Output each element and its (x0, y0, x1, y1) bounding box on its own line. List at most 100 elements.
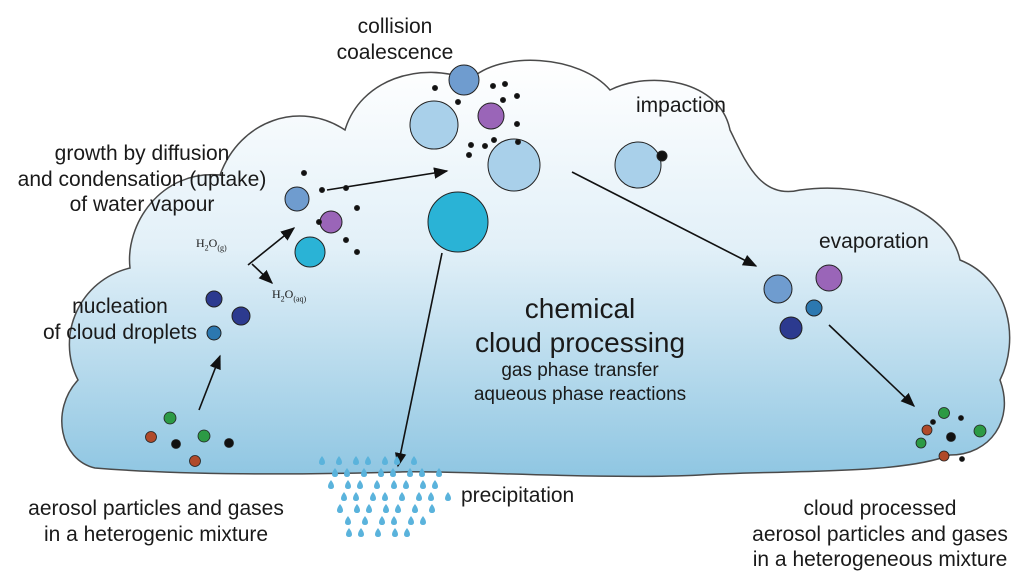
precipitation-label: precipitation (461, 484, 575, 507)
nucleation-droplets (205, 290, 251, 341)
raindrop (365, 456, 371, 465)
raindrop (346, 528, 352, 537)
impaction-label: impaction (636, 94, 726, 117)
raindrop (407, 468, 413, 477)
arrow-nucleation (198, 354, 221, 411)
collision-label-line-1: collision (357, 15, 433, 38)
black-particle (958, 415, 964, 421)
light-droplet (614, 141, 662, 189)
raindrop (411, 456, 417, 465)
red-particle (921, 424, 933, 436)
vapour-dot (490, 83, 496, 89)
vapour-dot (354, 205, 360, 211)
medium-droplet (763, 274, 793, 304)
raindrop (358, 528, 364, 537)
raindrop (420, 516, 426, 525)
arrow-precipitation (394, 252, 443, 468)
vapour-dot (514, 93, 520, 99)
black-particle (959, 456, 965, 462)
raindrop (408, 516, 414, 525)
evaporation-droplets (763, 264, 843, 340)
vapour-dot (491, 137, 497, 143)
black-particle (224, 438, 234, 448)
growth-label-line-2: and condensation (uptake) (17, 167, 267, 191)
raindrop (332, 468, 338, 477)
evaporation-label: evaporation (819, 230, 929, 253)
raindrop (382, 456, 388, 465)
collision-coalescence-label: collision coalescence (335, 14, 455, 65)
aerosol-right-line-3: in a heterogeneous mixture (752, 548, 1008, 572)
raindrop (419, 468, 425, 477)
raindrop (328, 480, 334, 489)
dark-blue-droplet (231, 306, 251, 326)
growth-label-line-3: of water vapour (69, 193, 215, 217)
green-particle (915, 437, 927, 449)
nucleation-label-line-1: nucleation (72, 295, 168, 318)
red-particle (145, 431, 157, 443)
raindrop (345, 480, 351, 489)
vapour-dot (319, 187, 325, 193)
raindrop (357, 480, 363, 489)
purple-droplet (477, 102, 505, 130)
raindrop (382, 492, 388, 501)
black-particle (656, 150, 668, 162)
raindrop (336, 456, 342, 465)
raindrop (391, 516, 397, 525)
raindrop (412, 504, 418, 513)
light-droplet (487, 138, 541, 192)
raindrop (366, 504, 372, 513)
raindrop (429, 504, 435, 513)
blue-droplet (206, 325, 222, 341)
vapour-dot (316, 219, 322, 225)
dark-blue-droplet (779, 316, 803, 340)
raindrop (394, 456, 400, 465)
arrow-to-processed-aerosol (828, 324, 916, 407)
vapour-dot (354, 249, 360, 255)
red-particle (938, 450, 950, 462)
h2o-aqueous-label: H2O(aq) (272, 287, 307, 304)
raindrop (390, 468, 396, 477)
green-particle (973, 424, 987, 438)
raindrop (362, 516, 368, 525)
raindrop (383, 504, 389, 513)
raindrop (378, 468, 384, 477)
green-particle (163, 411, 177, 425)
vapour-dot (455, 99, 461, 105)
black-particle (946, 432, 956, 442)
vapour-dot (466, 152, 472, 158)
purple-droplet (319, 210, 343, 234)
vapour-dot (514, 121, 520, 127)
cyan-droplet (294, 236, 326, 268)
aerosol-right-line-2: aerosol particles and gases (752, 522, 1008, 546)
coalescence-droplets (409, 64, 541, 253)
black-particle (171, 439, 181, 449)
medium-droplet (448, 64, 480, 96)
medium-droplet (284, 186, 310, 212)
raindrop (375, 528, 381, 537)
vapour-dot (343, 237, 349, 243)
aerosol-left-line-2: in a heterogenic mixture (43, 522, 269, 546)
nucleation-label-line-2: of cloud droplets (42, 320, 198, 344)
nucleation-label: nucleation of cloud droplets (20, 294, 220, 345)
aerosol-left-label: aerosol particles and gases in a heterog… (2, 496, 310, 547)
vapour-dot (500, 97, 506, 103)
dark-blue-droplet (205, 290, 223, 308)
raindrop (345, 516, 351, 525)
aerosol-particles-right (915, 407, 987, 462)
center-subtitle-line-2: aqueous phase reactions (473, 383, 687, 405)
precipitation-raindrops (319, 456, 451, 537)
vapour-dot (468, 142, 474, 148)
raindrop (374, 480, 380, 489)
raindrop (420, 480, 426, 489)
chemical-cloud-processing-label: chemical cloud processing gas phase tran… (440, 292, 720, 407)
collision-label-line-2: coalescence (336, 40, 454, 64)
arrow-evaporation (571, 171, 758, 267)
raindrop (319, 456, 325, 465)
raindrop (353, 492, 359, 501)
raindrop (432, 480, 438, 489)
blue-droplet (805, 299, 823, 317)
raindrop (379, 516, 385, 525)
h2o-gas-label: H2O(g) (196, 236, 227, 253)
arrow-growth (247, 227, 296, 266)
